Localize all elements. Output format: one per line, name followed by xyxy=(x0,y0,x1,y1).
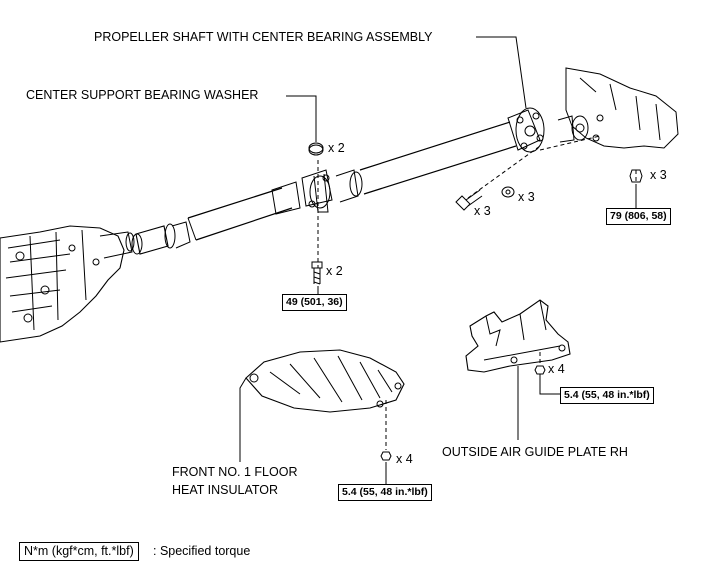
air-guide-nut-quantity: x 4 xyxy=(548,362,565,376)
propeller-shaft-icon xyxy=(131,107,545,255)
nut-icon xyxy=(629,169,643,183)
transmission-icon xyxy=(0,225,135,343)
bolt-icon xyxy=(311,261,323,285)
washer-quantity: x 2 xyxy=(328,141,345,155)
propeller-shaft-label: PROPELLER SHAFT WITH CENTER BEARING ASSE… xyxy=(94,30,433,44)
air-guide-plate-label: OUTSIDE AIR GUIDE PLATE RH xyxy=(442,445,628,459)
floor-insulator-label-line1: FRONT NO. 1 FLOOR xyxy=(172,465,298,479)
bolt-icon xyxy=(455,189,483,211)
torque-legend-text: : Specified torque xyxy=(153,544,251,558)
center-washer-label: CENTER SUPPORT BEARING WASHER xyxy=(26,88,259,102)
differential-icon xyxy=(557,67,679,149)
air-guide-plate-icon xyxy=(465,299,571,373)
heat-insulator-icon xyxy=(245,349,405,413)
washer-icon xyxy=(308,142,324,156)
rear-nut-quantity: x 3 xyxy=(650,168,667,182)
air-guide-nut-torque: 5.4 (55, 48 in.*lbf) xyxy=(560,387,654,404)
rear-nut-torque: 79 (806, 58) xyxy=(606,208,671,225)
center-bolt-torque: 49 (501, 36) xyxy=(282,294,347,311)
center-bolt-quantity: x 2 xyxy=(326,264,343,278)
insulator-nut-quantity: x 4 xyxy=(396,452,413,466)
nut-icon xyxy=(380,451,392,461)
flange-bolt-quantity: x 3 xyxy=(474,204,491,218)
insulator-nut-torque: 5.4 (55, 48 in.*lbf) xyxy=(338,484,432,501)
nut-icon xyxy=(534,365,546,375)
washer-icon xyxy=(501,186,515,198)
floor-insulator-label-line2: HEAT INSULATOR xyxy=(172,483,279,497)
flange-washer-quantity: x 3 xyxy=(518,190,535,204)
torque-legend-box: N*m (kgf*cm, ft.*lbf) xyxy=(19,542,139,561)
